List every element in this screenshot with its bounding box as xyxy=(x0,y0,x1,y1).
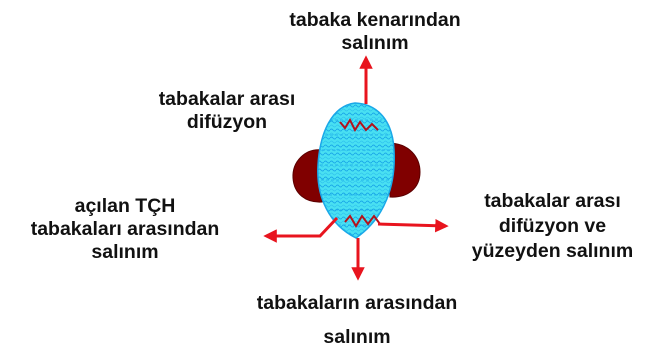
label-edge-release-line2: salınım xyxy=(240,32,510,55)
arrow-left xyxy=(266,218,337,236)
label-between-layers-release: tabakaların arasından salınım xyxy=(222,286,492,354)
label-between-layers-line2: salınım xyxy=(222,320,492,354)
label-interlayer-diffusion-line2: difüzyon xyxy=(122,111,332,134)
label-diffusion-surface-line1: tabakalar arası xyxy=(440,189,665,214)
label-between-layers-line1: tabakaların arasından xyxy=(222,286,492,320)
label-opened-layers-line3: salınım xyxy=(0,241,250,264)
label-opened-layers-line1: açılan TÇH xyxy=(0,195,250,218)
arrow-right xyxy=(378,224,446,226)
label-edge-release-line1: tabaka kenarından xyxy=(240,9,510,32)
label-diffusion-surface-release: tabakalar arası difüzyon ve yüzeyden sal… xyxy=(440,189,665,264)
label-interlayer-diffusion-line1: tabakalar arası xyxy=(122,88,332,111)
label-diffusion-surface-line2: difüzyon ve xyxy=(440,214,665,239)
label-opened-layers-line2: tabakaları arasından xyxy=(0,218,250,241)
label-opened-layers-release: açılan TÇH tabakaları arasından salınım xyxy=(0,195,250,264)
label-interlayer-diffusion: tabakalar arası difüzyon xyxy=(122,88,332,134)
label-edge-release: tabaka kenarından salınım xyxy=(240,9,510,55)
label-diffusion-surface-line3: yüzeyden salınım xyxy=(440,239,665,264)
